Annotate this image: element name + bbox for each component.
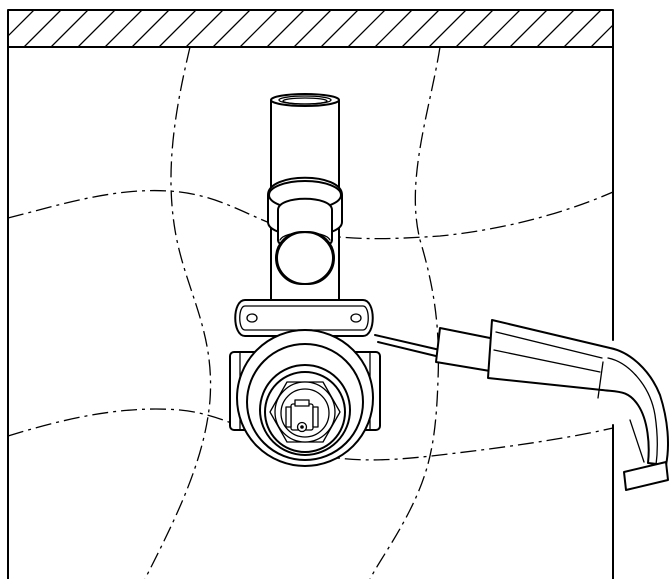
hatch-line: [104, 10, 143, 47]
hatch-line: [347, 10, 386, 47]
hatch-line: [77, 10, 116, 47]
hatch-line: [158, 10, 197, 47]
hatch-line: [401, 10, 440, 47]
hatch-line: [428, 10, 467, 47]
hatch-line: [320, 10, 359, 47]
spout: [374, 319, 669, 491]
mixer-valve-body: [229, 329, 381, 467]
hatch-line: [590, 24, 613, 47]
wall-panel: [7, 46, 614, 579]
hatch-line: [563, 10, 602, 47]
hatch-line: [293, 10, 332, 47]
mounting-flange: [234, 299, 374, 337]
hatch-line: [185, 10, 224, 47]
hatch-line: [8, 10, 35, 37]
hatch-line: [536, 10, 575, 47]
hatch-line: [131, 10, 170, 47]
hatch-line: [50, 10, 89, 47]
hatch-line: [374, 10, 413, 47]
hatched-ceiling: [0, 9, 669, 48]
hatch-line: [23, 10, 62, 47]
riser-pipe: [267, 93, 343, 301]
hatch-line: [645, 10, 669, 47]
hatch-line: [509, 10, 548, 47]
hatch-line: [0, 10, 7, 47]
cartridge-cap: [285, 399, 319, 433]
hatch-line: [239, 10, 278, 47]
hatch-line: [266, 10, 305, 47]
hatch-line: [482, 10, 521, 47]
hatch-line: [455, 10, 494, 47]
hatch-line: [618, 10, 655, 47]
hatch-line: [212, 10, 251, 47]
